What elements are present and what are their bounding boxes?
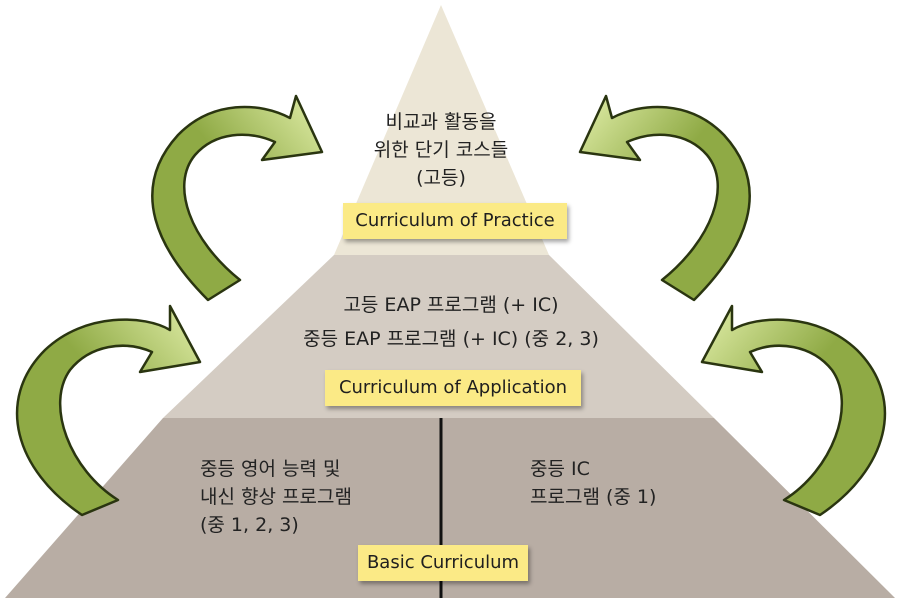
cycle-arrow-lower-left <box>15 304 202 517</box>
bottom-left-line: 중등 영어 능력 및 <box>200 458 341 480</box>
bottom-right-line: 중등 IC <box>530 458 590 480</box>
bottom-right-line: 프로그램 (중 1) <box>530 486 657 508</box>
curriculum-of-practice-label: Curriculum of Practice <box>343 203 567 239</box>
top-tier-line: 위한 단기 코스들 <box>373 139 509 161</box>
cycle-arrow-upper-left <box>151 94 324 302</box>
bottom-left-line: (중 1, 2, 3) <box>200 514 299 536</box>
middle-tier-text: 고등 EAP 프로그램 (+ IC) 중등 EAP 프로그램 (+ IC) (중… <box>291 288 611 356</box>
pyramid-tier-top <box>334 5 549 255</box>
middle-tier-line: 중등 EAP 프로그램 (+ IC) (중 2, 3) <box>303 328 599 350</box>
cycle-arrow-upper-right <box>578 94 751 302</box>
pyramid-tier-bottom <box>5 418 895 598</box>
bottom-tier-right-text: 중등 IC 프로그램 (중 1) <box>530 455 710 511</box>
top-tier-line: (고등) <box>416 167 466 189</box>
cycle-arrow-lower-right <box>700 304 887 517</box>
middle-tier-line: 고등 EAP 프로그램 (+ IC) <box>343 294 559 316</box>
bottom-tier-left-text: 중등 영어 능력 및 내신 향상 프로그램 (중 1, 2, 3) <box>200 455 410 539</box>
basic-curriculum-label: Basic Curriculum <box>358 545 528 581</box>
bottom-left-line: 내신 향상 프로그램 <box>200 486 352 508</box>
top-tier-line: 비교과 활동을 <box>385 111 497 133</box>
top-tier-text: 비교과 활동을 위한 단기 코스들 (고등) <box>341 108 541 192</box>
curriculum-of-application-label: Curriculum of Application <box>325 370 581 406</box>
